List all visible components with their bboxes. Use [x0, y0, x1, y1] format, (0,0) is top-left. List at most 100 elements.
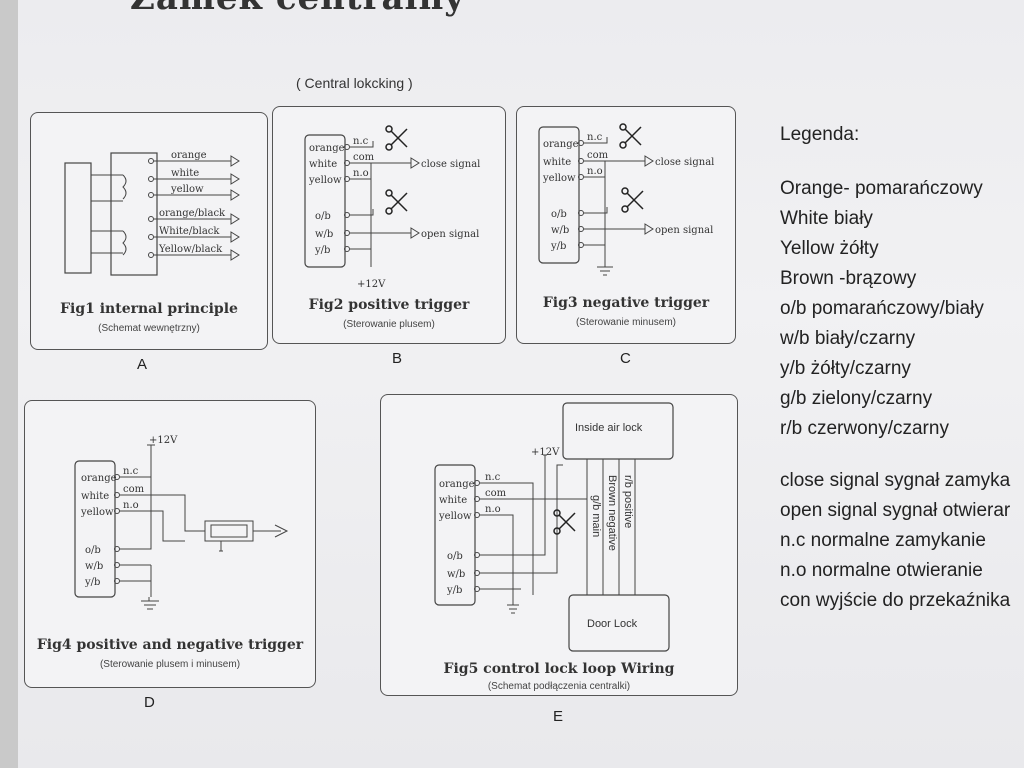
fig2-label-orange: orange [309, 143, 345, 154]
fig5-label-white: white [439, 495, 467, 506]
figure-2-panel: orange white yellow o/b w/b y/b n.c com … [272, 106, 506, 344]
legend-item: y/b żółty/czarny [780, 358, 911, 379]
figure-1-panel: orange white yellow orange/black White/b… [30, 112, 268, 350]
door-lock-label: Door Lock [587, 618, 638, 630]
figure-5-letter: E [553, 708, 564, 725]
fig3-label-white: white [543, 157, 571, 168]
fig4-label-no: n.o [123, 500, 139, 511]
brown-negative-label: Brown negative [606, 475, 618, 551]
legend-item: r/b czerwony/czarny [780, 418, 949, 439]
fig2-plus12: +12V [357, 279, 386, 290]
fig3-label-no: n.o [587, 166, 603, 177]
fig3-label-com: com [587, 150, 609, 161]
figure-3-diagram: orange white yellow o/b w/b y/b n.c com … [538, 123, 714, 276]
legend-item: o/b pomarańczowy/biały [780, 298, 984, 319]
fig3-label-orange: orange [543, 139, 579, 150]
wire-label-orange-black: orange/black [159, 208, 226, 219]
rb-positive-label: r/b positive [622, 475, 634, 528]
fig2-label-com: com [353, 152, 375, 163]
scissors-icon [621, 187, 644, 213]
fig5-plus12: +12V [531, 447, 560, 458]
figure-3-letter: C [620, 350, 631, 367]
legend: Legenda: Orange- pomarańczowy White biał… [780, 120, 1010, 616]
figure-2-letter: B [392, 350, 403, 367]
legend-title: Legenda: [780, 124, 860, 145]
fig5-label-yb: y/b [446, 585, 462, 596]
legend-signal-item: n.c normalne zamykanie [780, 530, 986, 551]
fig5-label-ob: o/b [447, 551, 463, 562]
scissors-icon [385, 125, 408, 151]
fig2-close-signal: close signal [421, 159, 480, 170]
figure-3-panel: orange white yellow o/b w/b y/b n.c com … [516, 106, 736, 344]
fig2-label-yb: y/b [314, 245, 330, 256]
figure-2-title: Fig2 positive trigger [308, 297, 470, 313]
figure-4-diagram: orange white yellow o/b w/b y/b n.c com … [74, 435, 289, 610]
fig5-label-no: n.o [485, 504, 501, 515]
fig3-label-yellow: yellow [542, 173, 576, 184]
fig3-label-wb: w/b [551, 225, 569, 236]
legend-item: White biały [780, 208, 873, 229]
wire-label-white: white [171, 168, 199, 179]
fig2-label-nc: n.c [353, 136, 369, 147]
fig3-close-signal: close signal [655, 157, 714, 168]
fig5-label-com: com [485, 488, 507, 499]
fig4-label-ob: o/b [85, 545, 101, 556]
figure-5-title: Fig5 control lock loop Wiring [443, 661, 675, 677]
legend-item: g/b zielony/czarny [780, 388, 933, 409]
figure-3-subtitle: (Sterowanie minusem) [575, 317, 677, 328]
legend-item: Orange- pomarańczowy [780, 178, 983, 199]
figure-4-panel: orange white yellow o/b w/b y/b n.c com … [24, 400, 316, 688]
fig3-open-signal: open signal [655, 225, 713, 236]
wire-label-yellow-black: Yellow/black [158, 244, 223, 255]
figure-1-title: Fig1 internal principle [60, 301, 238, 317]
fig4-plus12: +12V [149, 435, 178, 446]
fig2-label-wb: w/b [315, 229, 333, 240]
inside-air-lock-label: Inside air lock [575, 422, 643, 434]
page-subtitle: ( Central lokcking ) [296, 75, 413, 91]
fig4-label-nc: n.c [123, 466, 139, 477]
fig5-label-wb: w/b [447, 569, 465, 580]
fig5-label-nc: n.c [485, 472, 501, 483]
legend-signal-item: con wyjście do przekaźnika [780, 590, 1011, 611]
fig3-label-yb: y/b [550, 241, 566, 252]
legend-item: Brown -brązowy [780, 268, 917, 289]
wire-label-white-black: White/black [159, 226, 220, 237]
fig5-label-yellow: yellow [438, 511, 472, 522]
figure-1-letter: A [137, 356, 148, 373]
legend-signal-item: open signal sygnał otwierar [780, 500, 1011, 521]
figure-2-diagram: orange white yellow o/b w/b y/b n.c com … [304, 125, 480, 290]
figure-2-subtitle: (Sterowanie plusem) [343, 319, 435, 330]
figure-4-title: Fig4 positive and negative trigger [36, 637, 304, 653]
legend-signal-item: close signal sygnał zamyka [780, 470, 1011, 491]
figure-4-subtitle: (Sterowanie plusem i minusem) [99, 659, 241, 670]
fig4-label-com: com [123, 484, 145, 495]
figure-1-diagram: orange white yellow orange/black White/b… [64, 150, 240, 276]
figure-1-subtitle: (Schemat wewnętrzny) [98, 323, 200, 334]
figure-4-letter: D [144, 694, 155, 711]
fig4-label-orange: orange [81, 473, 117, 484]
fig2-label-ob: o/b [315, 211, 331, 222]
gb-main-label: g/b main [590, 495, 602, 537]
fig2-label-no: n.o [353, 168, 369, 179]
fig2-label-yellow: yellow [308, 175, 342, 186]
fig4-label-wb: w/b [85, 561, 103, 572]
legend-spacer [780, 444, 1010, 466]
wire-label-yellow: yellow [170, 184, 204, 195]
wire-label-orange: orange [171, 150, 207, 161]
scissors-icon [619, 123, 642, 149]
fig2-open-signal: open signal [421, 229, 479, 240]
legend-item: Yellow żółty [780, 238, 879, 259]
fig4-label-yellow: yellow [80, 507, 114, 518]
fig5-label-orange: orange [439, 479, 475, 490]
fig2-label-white: white [309, 159, 337, 170]
page-title: Zamek centralny [130, 0, 465, 18]
figure-5-panel: Inside air lock Door Lock r/b positive B… [380, 394, 738, 696]
fig4-label-white: white [81, 491, 109, 502]
figure-5-subtitle: (Schemat podłączenia centralki) [487, 681, 631, 692]
figure-3-title: Fig3 negative trigger [542, 295, 710, 311]
scissors-icon [385, 189, 408, 215]
fig4-label-yb: y/b [84, 577, 100, 588]
legend-item: w/b biały/czarny [780, 328, 916, 349]
figure-5-diagram: Inside air lock Door Lock r/b positive B… [434, 402, 674, 652]
fig3-label-ob: o/b [551, 209, 567, 220]
